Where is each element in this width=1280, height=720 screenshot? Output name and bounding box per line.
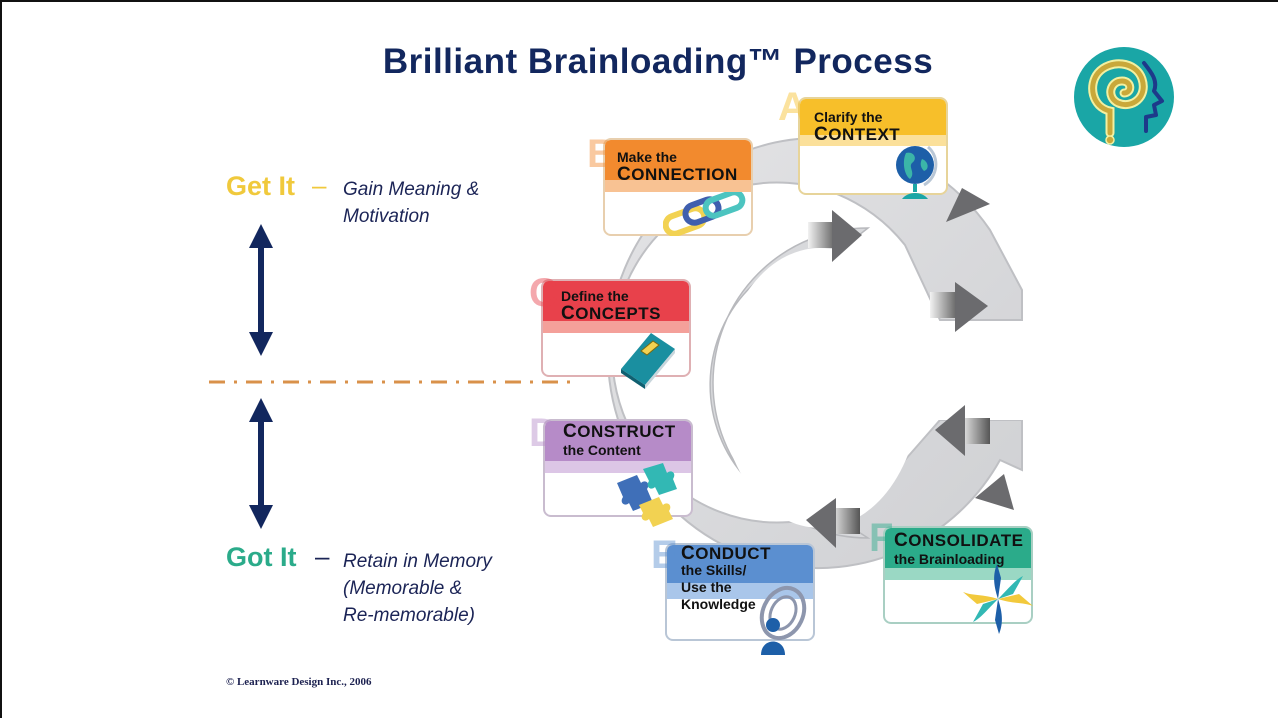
get-it-label: Get It xyxy=(226,171,296,201)
step-big-word: CONCEPTS xyxy=(561,303,661,324)
double-headed-vertical-arrow-icon xyxy=(249,224,273,356)
chain-link-icon xyxy=(663,192,746,236)
got-it-desc-line3: Re-memorable) xyxy=(343,605,475,626)
step-big-word: CONSOLIDATE xyxy=(894,530,1024,551)
card-band xyxy=(885,528,1031,568)
step-line1: the Content xyxy=(563,442,641,458)
step-line1: Define the xyxy=(561,288,629,304)
get-it-desc-line1: Gain Meaning & xyxy=(343,179,480,200)
step-line2: Use the xyxy=(681,579,732,595)
spiral-head-question-logo-icon xyxy=(1074,47,1174,147)
double-headed-vertical-arrow-icon xyxy=(249,398,273,529)
step-card-c[interactable]: C Define the CONCEPTS xyxy=(529,273,691,389)
step-line1: the Skills/ xyxy=(681,562,747,578)
step-big-word: CONDUCT xyxy=(681,543,771,564)
card-band-light xyxy=(543,321,689,333)
flow-arrow-icon xyxy=(808,210,862,262)
step-letter: D xyxy=(529,411,558,455)
get-it-desc-line2: Motivation xyxy=(343,206,430,227)
step-letter: F xyxy=(869,516,894,560)
pinwheel-arrows-icon xyxy=(963,564,1033,634)
flow-arrow-icon xyxy=(806,498,860,548)
step-letter: C xyxy=(529,271,558,315)
step-text: CONSOLIDATE the Brainloading xyxy=(894,530,1024,568)
flow-arrow-icon xyxy=(975,474,1014,510)
card-band xyxy=(667,545,813,583)
step-card-e[interactable]: E CONDUCT the Skills/ Use the Knowledge xyxy=(651,535,815,655)
card-band xyxy=(543,281,689,321)
step-card-a[interactable]: A Clarify the CONTEXT xyxy=(778,87,948,199)
step-text: Make the CONNECTION xyxy=(617,148,738,184)
flow-arrow-icon xyxy=(946,188,990,222)
get-it-dash: – xyxy=(312,170,327,200)
got-it-label: Got It xyxy=(226,542,297,572)
step-big-word: CONSTRUCT xyxy=(563,421,676,442)
step-line3: Knowledge xyxy=(681,596,756,612)
step-text: CONSTRUCT the Content xyxy=(563,421,676,459)
step-card-d[interactable]: D CONSTRUCT the Content xyxy=(529,413,693,527)
page-title: Brilliant Brainloading™ Process xyxy=(382,42,934,81)
step-line1: Make the xyxy=(617,149,677,165)
got-it-description: Retain in Memory (Memorable & Re-memorab… xyxy=(343,548,492,629)
card-band xyxy=(800,99,946,135)
puzzle-pieces-icon xyxy=(617,463,677,527)
card-band-light xyxy=(800,135,946,146)
got-it-desc-line1: Retain in Memory xyxy=(343,551,492,572)
card-band xyxy=(545,421,691,461)
step-big-word: CONNECTION xyxy=(617,164,738,185)
step-letter: E xyxy=(651,533,678,577)
step-letter: B xyxy=(587,132,616,176)
step-text: Clarify the CONTEXT xyxy=(814,108,900,144)
step-card-b[interactable]: B Make the CONNECTION xyxy=(587,134,753,236)
card-band-light xyxy=(605,180,751,192)
get-it-description: Gain Meaning & Motivation xyxy=(343,176,479,230)
card-band xyxy=(605,140,751,180)
step-card-f[interactable]: F CONSOLIDATE the Brainloading xyxy=(869,518,1033,634)
globe-icon xyxy=(896,145,938,199)
got-it-desc-line2: (Memorable & xyxy=(343,578,463,599)
inner-c-band xyxy=(709,227,871,539)
step-line1: the Brainloading xyxy=(894,551,1005,567)
book-icon xyxy=(621,333,675,389)
flow-arrow-icon xyxy=(935,405,990,456)
card-band-light xyxy=(667,583,813,599)
step-text: Define the CONCEPTS xyxy=(561,287,661,323)
got-it-dash: – xyxy=(315,541,330,571)
step-big-word: CONTEXT xyxy=(814,124,901,145)
person-target-icon xyxy=(759,585,807,655)
copyright-notice: © Learnware Design Inc., 2006 xyxy=(226,676,372,688)
flow-arrow-icon xyxy=(930,282,988,332)
step-letter: A xyxy=(778,85,807,129)
step-text: CONDUCT the Skills/ Use the Knowledge xyxy=(681,543,771,613)
step-line1: Clarify the xyxy=(814,109,883,125)
